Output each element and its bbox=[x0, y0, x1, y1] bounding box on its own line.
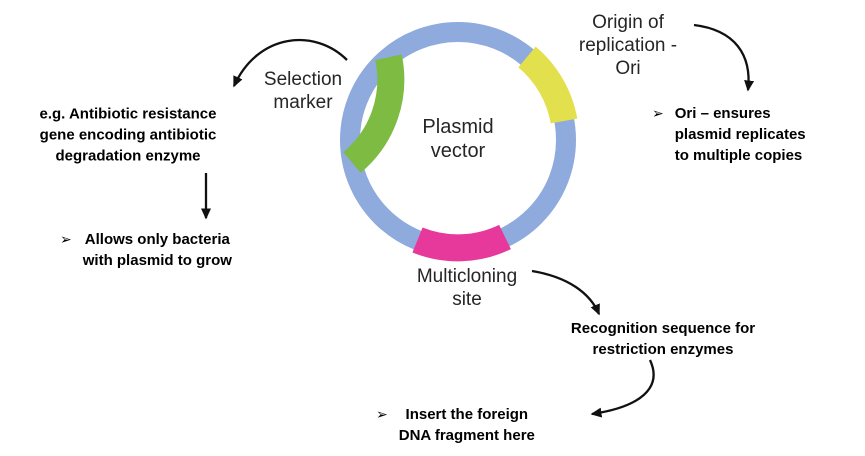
mcs-point: ➢ Insert the foreign DNA fragment here bbox=[376, 404, 535, 446]
mcs-point-text: Insert the foreign DNA fragment here bbox=[398, 406, 535, 444]
arrow-ori-to-point bbox=[693, 23, 755, 92]
arrow-mcs-to-recognition bbox=[531, 269, 601, 316]
plasmid-vector-label: Plasmid vector bbox=[422, 116, 494, 162]
origin-of-replication-label: Origin of replication - Ori bbox=[578, 11, 678, 79]
arrow-bullet-icon: ➢ bbox=[652, 105, 664, 121]
arrow-selection-marker-to-description bbox=[232, 38, 348, 88]
selection-marker-label: Selection marker bbox=[263, 69, 343, 113]
selection-marker-point: ➢ Allows only bacteria with plasmid to g… bbox=[60, 229, 232, 271]
ori-point-text: Ori – ensures plasmid replicates to mult… bbox=[674, 105, 806, 164]
selection-marker-segment bbox=[343, 54, 405, 173]
ori-segment bbox=[517, 46, 578, 124]
selection-marker-point-text: Allows only bacteria with plasmid to gro… bbox=[82, 231, 232, 269]
multicloning-site-label: Multicloning site bbox=[416, 266, 518, 310]
ori-point: ➢ Ori – ensures plasmid replicates to mu… bbox=[652, 103, 806, 166]
selection-marker-description: e.g. Antibiotic resistance gene encoding… bbox=[39, 105, 217, 165]
multicloning-site-segment bbox=[412, 224, 511, 262]
arrow-bullet-icon: ➢ bbox=[376, 406, 388, 422]
arrow-bullet-icon: ➢ bbox=[60, 231, 72, 247]
arrow-recognition-to-insert bbox=[590, 359, 655, 418]
mcs-description: Recognition sequence for restriction enz… bbox=[570, 320, 756, 358]
